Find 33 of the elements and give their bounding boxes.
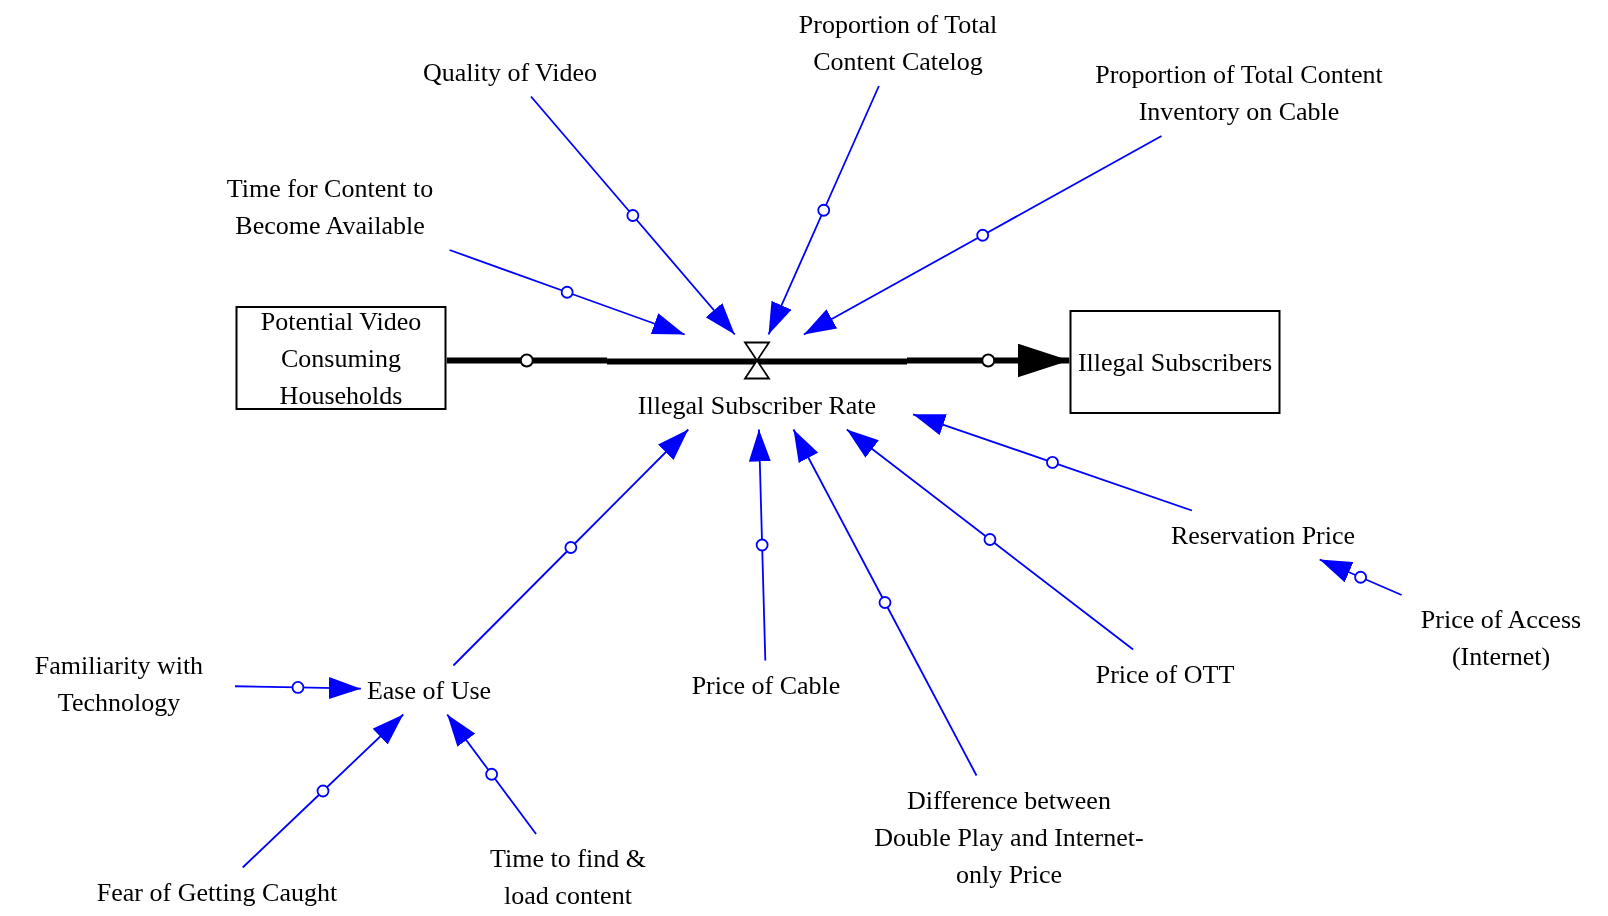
arrow [767,85,880,336]
variable-text: Difference between Double Play and Internet-only Price [874,784,1144,891]
variable-text: Fear of Getting Caught [96,876,338,909]
arrow [907,343,1070,378]
arrow [845,428,1134,651]
variable-text: Price of OTT [1095,658,1235,691]
arrow [792,428,978,777]
variable-text: Reservation Price [1170,519,1356,552]
arrow [452,428,690,667]
variable-text: Familiarity with Technology [33,650,205,719]
arrow [1318,558,1403,596]
arrow [241,713,405,869]
variable-text: Proportion of Total Content Inventory on Cable [1094,59,1384,128]
variable-text: Proportion of Total Content Catelog [797,9,999,78]
variable-text: Price of Cable [691,669,841,702]
arrow [802,135,1163,336]
arrow [234,677,362,699]
arrow [446,713,537,835]
stock-label: Illegal Subscribers [1077,346,1273,379]
arrow [749,428,771,662]
flow-label: Illegal Subscriber Rate [636,389,878,422]
flow-pipe [446,357,607,364]
stock-box [235,306,447,410]
variable-text: Price of Access (Internet) [1419,604,1583,673]
variable-text: Time to find & load content [489,843,647,912]
arrow [912,413,1193,512]
stock-box [1069,310,1281,414]
arrow [448,249,686,336]
variable-text: Quality of Video [422,56,598,89]
stock-label: Potential Video Consuming Households [259,305,423,412]
variable-text: Ease of Use [366,674,492,707]
arrow [530,95,736,336]
variable-text: Time for Content to Become Available [225,173,435,242]
